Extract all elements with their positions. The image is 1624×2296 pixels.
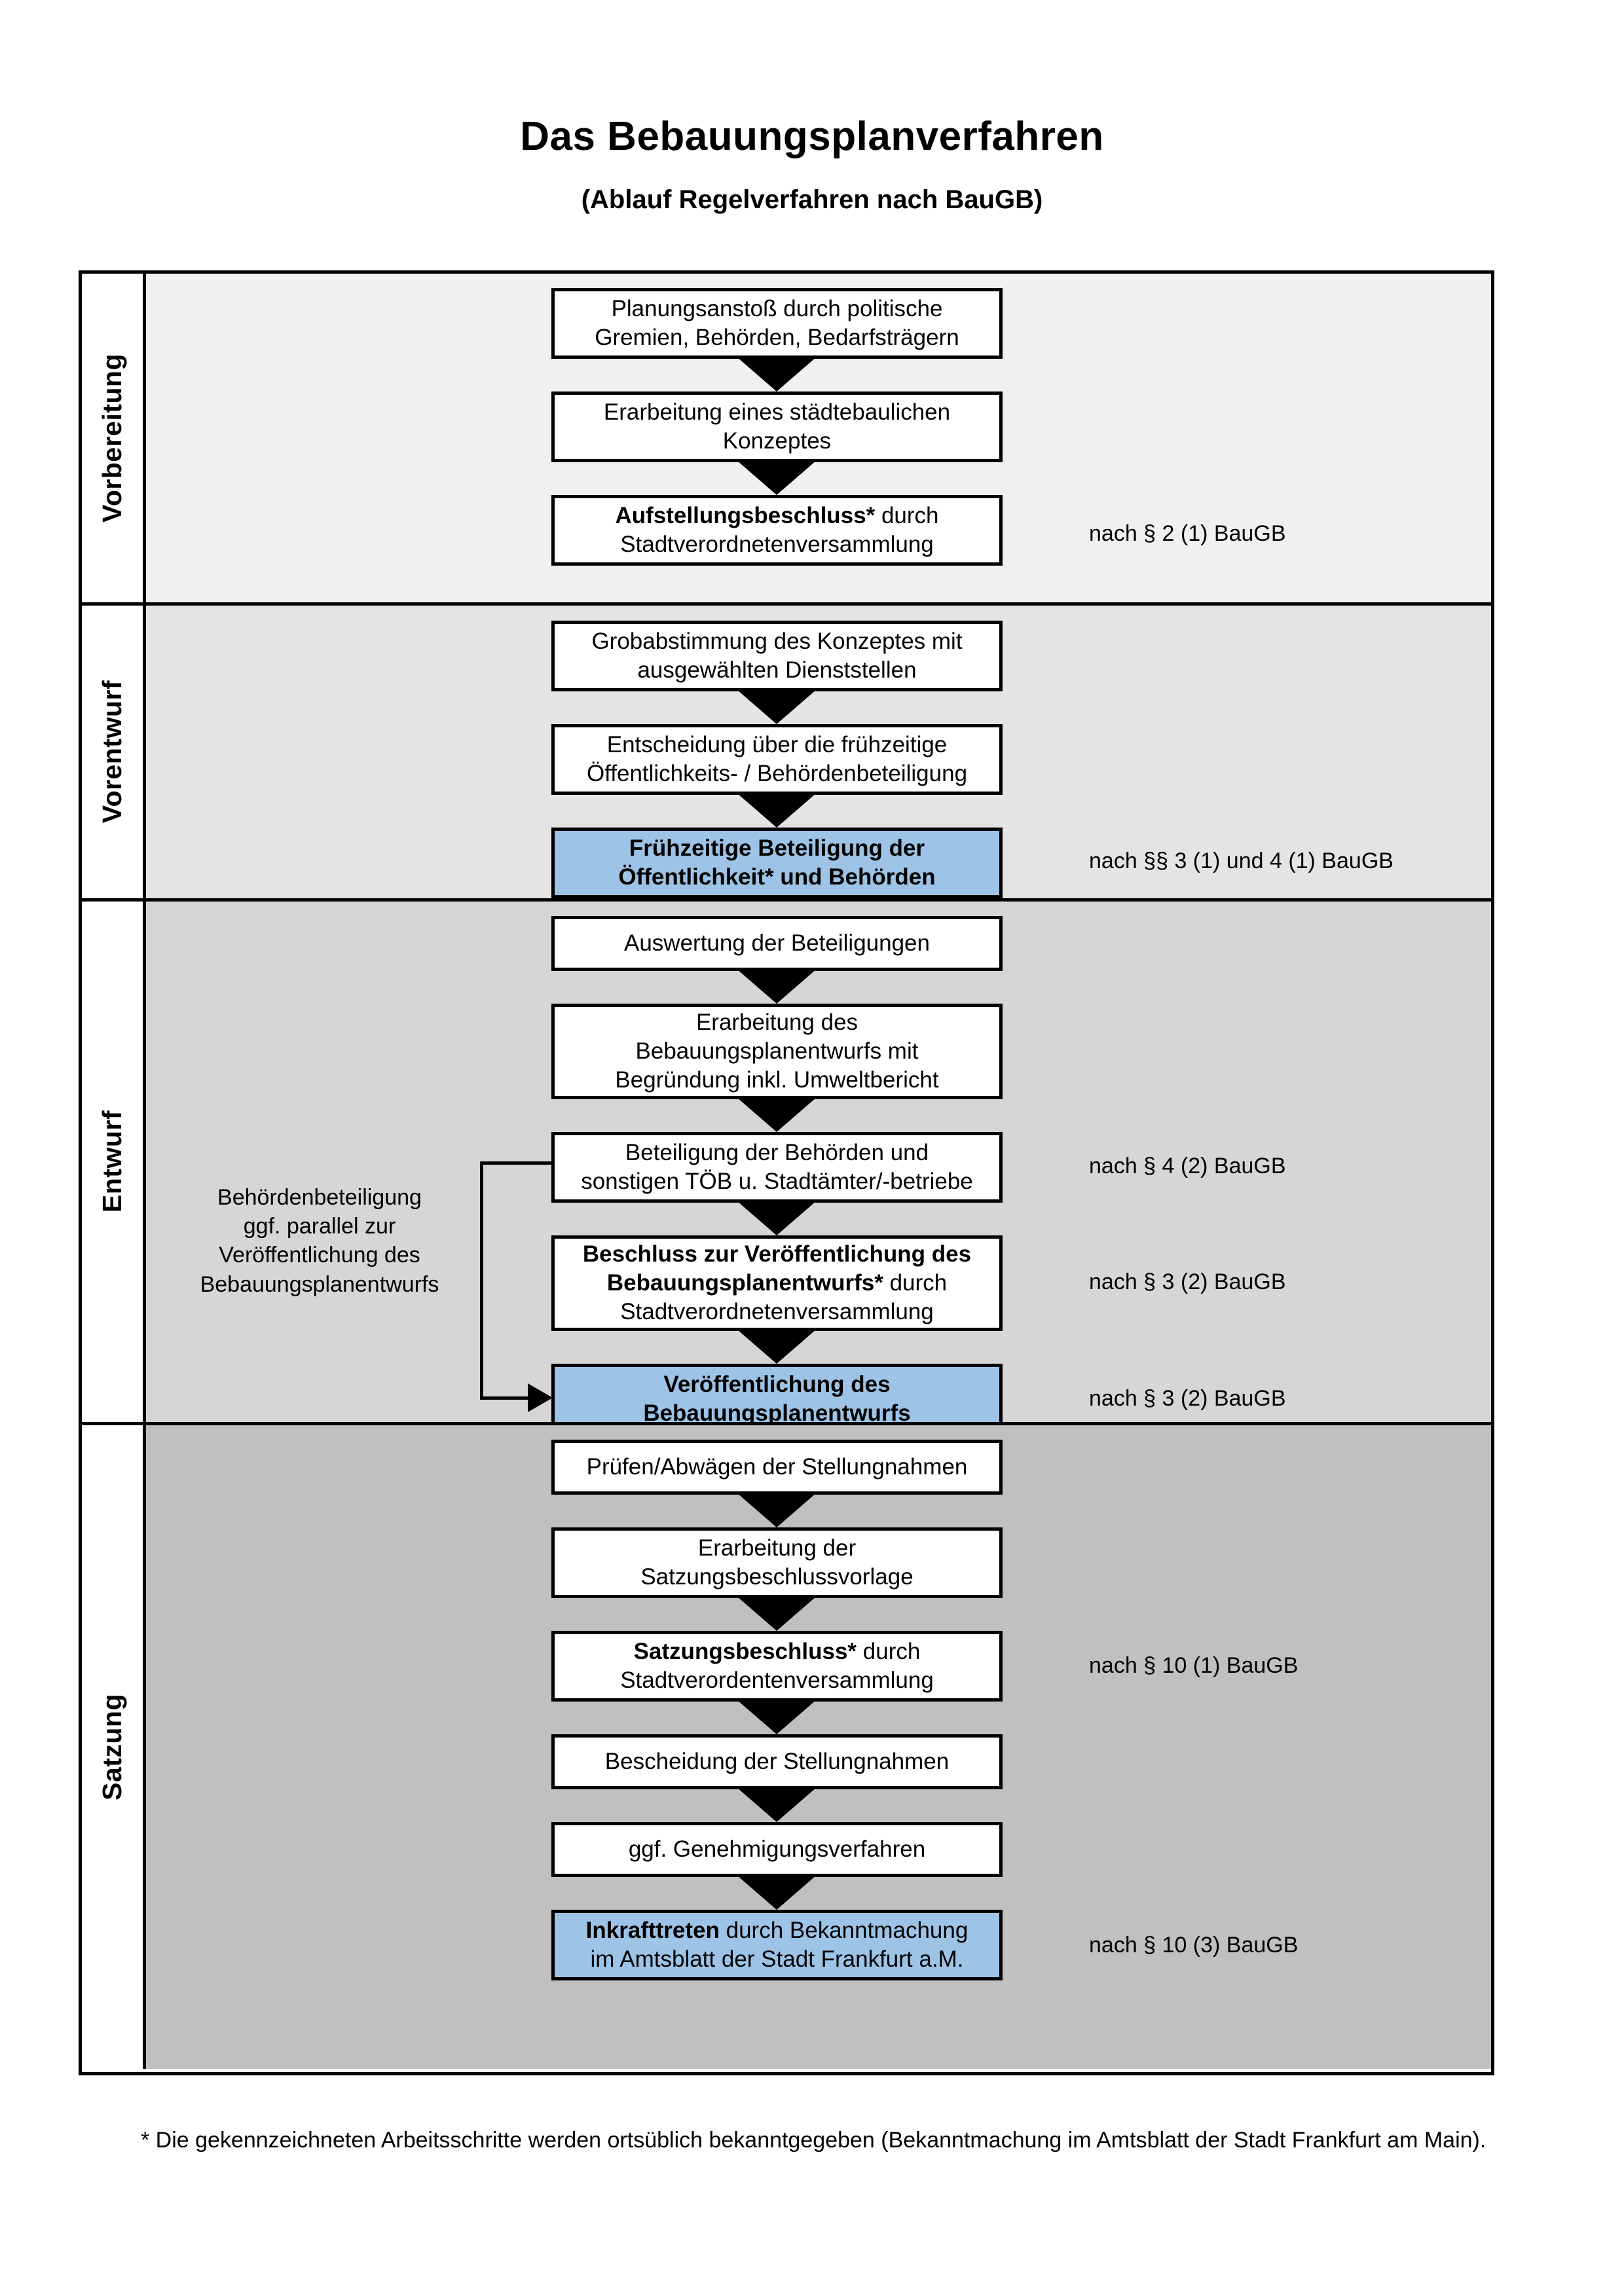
side-note-line: Veröffentlichung des xyxy=(219,1243,420,1268)
step-box-satzungsbeschluss[interactable]: Satzungsbeschluss* durch Stadtverordente… xyxy=(551,1631,1003,1702)
legal-note-par-4-2: nach § 4 (2) BauGB xyxy=(1089,1154,1286,1178)
step-line: Aufstellungsbeschluss* xyxy=(615,502,876,528)
step-line: sonstigen TÖB u. Stadtämter/-betriebe xyxy=(581,1169,973,1194)
step-line: Prüfen/Abwägen der Stellungnahmen xyxy=(586,1453,968,1480)
legal-note-par-10-3: nach § 10 (3) BauGB xyxy=(1089,1933,1299,1958)
step-line: Erarbeitung eines städtebaulichen xyxy=(603,399,951,425)
parallel-process-connector xyxy=(146,902,553,1425)
step-line-suffix: durch Bekanntmachung xyxy=(719,1917,969,1943)
step-line: Öffentlichkeits- / Behördenbeteiligung xyxy=(586,761,968,786)
side-note-line: ggf. parallel zur xyxy=(243,1214,396,1239)
side-note-behoerdenbeteiligung: Behördenbeteiligung ggf. parallel zur Ve… xyxy=(159,1183,480,1299)
legal-note-par-10-1: nach § 10 (1) BauGB xyxy=(1089,1653,1299,1678)
step-box-fruehzeitige-beteiligung[interactable]: Frühzeitige Beteiligung der Öffentlichke… xyxy=(551,828,1003,898)
step-line-suffix: durch xyxy=(883,1269,948,1296)
step-box-inkrafttreten[interactable]: Inkrafttreten durch Bekanntmachung im Am… xyxy=(551,1910,1003,1980)
step-box-beschluss-veroeffentlichung[interactable]: Beschluss zur Veröffentlichung des Bebau… xyxy=(551,1235,1003,1331)
step-line: Stadtverordentenversammlung xyxy=(620,1667,934,1693)
step-line: Satzungsbeschluss* xyxy=(633,1638,857,1664)
step-line-suffix: durch xyxy=(875,502,939,528)
step-line: Gremien, Behörden, Bedarfsträgern xyxy=(595,325,959,350)
step-box-erarbeitung-satzungsbeschlussvorlage[interactable]: Erarbeitung der Satzungsbeschlussvorlage xyxy=(551,1527,1003,1598)
step-line: Begründung inkl. Umweltbericht xyxy=(615,1067,939,1093)
arrow-down-icon xyxy=(737,970,816,1004)
arrow-down-icon xyxy=(737,1098,816,1132)
phase-body-entwurf: Auswertung der Beteiligungen Erarbeitung… xyxy=(146,902,1491,1434)
arrow-down-icon xyxy=(737,690,816,724)
flowchart-frame: Vorbereitung Planungsanstoß durch politi… xyxy=(79,270,1494,2075)
step-line: Konzeptes xyxy=(722,428,832,454)
phase-label-entwurf: Entwurf xyxy=(82,902,146,1422)
phase-row-vorbereitung: Vorbereitung Planungsanstoß durch politi… xyxy=(82,274,1491,602)
step-line: Auswertung der Beteiligungen xyxy=(624,930,930,956)
step-box-staedtebauliches-konzept[interactable]: Erarbeitung eines städtebaulichen Konzep… xyxy=(551,392,1003,462)
step-box-beteiligung-behoerden-toeb[interactable]: Beteiligung der Behörden und sonstigen T… xyxy=(551,1132,1003,1203)
step-line: im Amtsblatt der Stadt Frankfurt a.M. xyxy=(590,1946,964,1972)
legal-note-par-2-1: nach § 2 (1) BauGB xyxy=(1089,521,1286,546)
legal-note-par-3-2b: nach § 3 (2) BauGB xyxy=(1089,1386,1286,1411)
phase-label-vorbereitung: Vorbereitung xyxy=(82,274,146,602)
phase-row-satzung: Satzung Prüfen/Abwägen der Stellungnahme… xyxy=(82,1422,1491,2069)
step-line: Bebauungsplanentwurfs mit xyxy=(635,1038,919,1064)
step-box-grobabstimmung[interactable]: Grobabstimmung des Konzeptes mit ausgewä… xyxy=(551,621,1003,691)
legal-note-par-3-4: nach §§ 3 (1) und 4 (1) BauGB xyxy=(1089,848,1393,873)
page-title: Das Bebauungsplanverfahren xyxy=(520,114,1104,159)
arrow-down-icon xyxy=(737,1700,816,1734)
arrow-down-icon xyxy=(737,1493,816,1527)
step-line: Öffentlichkeit* und Behörden xyxy=(618,864,936,890)
arrow-down-icon xyxy=(737,793,816,828)
step-box-entscheidung-fruehzeitige-beteiligung[interactable]: Entscheidung über die frühzeitige Öffent… xyxy=(551,724,1003,795)
step-box-bescheidung-stellungnahmen[interactable]: Bescheidung der Stellungnahmen xyxy=(551,1734,1003,1789)
step-line-suffix: durch xyxy=(857,1638,921,1664)
phase-label-text: Satzung xyxy=(97,1694,127,1800)
side-note-line: Behördenbeteiligung xyxy=(217,1185,422,1210)
arrow-down-icon xyxy=(737,1201,816,1235)
step-box-erarbeitung-bebauungsplanentwurf[interactable]: Erarbeitung des Bebauungsplanentwurfs mi… xyxy=(551,1004,1003,1099)
phase-row-vorentwurf: Vorentwurf Grobabstimmung des Konzeptes … xyxy=(82,602,1491,898)
phase-label-text: Entwurf xyxy=(97,1110,127,1213)
footnote: * Die gekennzeichneten Arbeitsschritte w… xyxy=(141,2128,1486,2153)
step-line: Veröffentlichung des xyxy=(663,1371,891,1397)
step-box-auswertung-beteiligungen[interactable]: Auswertung der Beteiligungen xyxy=(551,916,1003,971)
phase-label-text: Vorentwurf xyxy=(97,680,127,824)
step-line: Planungsanstoß durch politische xyxy=(611,295,943,321)
arrow-down-icon xyxy=(737,1876,816,1910)
phase-label-vorentwurf: Vorentwurf xyxy=(82,606,146,898)
step-line: Stadtverordnetenversammlung xyxy=(620,532,934,557)
step-line: Bebauungsplanentwurfs xyxy=(643,1400,911,1426)
step-box-pruefen-abwaegen[interactable]: Prüfen/Abwägen der Stellungnahmen xyxy=(551,1440,1003,1495)
step-line: ggf. Genehmigungsverfahren xyxy=(628,1836,926,1862)
step-line: Frühzeitige Beteiligung der xyxy=(629,835,925,861)
step-line: Erarbeitung des xyxy=(695,1009,858,1035)
side-note-line: Bebauungsplanentwurfs xyxy=(200,1271,439,1297)
phase-label-satzung: Satzung xyxy=(82,1425,146,2069)
step-line: ausgewählten Dienststellen xyxy=(637,657,917,683)
phase-body-satzung: Prüfen/Abwägen der Stellungnahmen Erarbe… xyxy=(146,1425,1491,2069)
phase-body-vorbereitung: Planungsanstoß durch politische Gremien,… xyxy=(146,274,1491,602)
legal-note-par-3-2a: nach § 3 (2) BauGB xyxy=(1089,1269,1286,1294)
step-line: Bebauungsplanentwurfs* xyxy=(606,1269,883,1296)
page-subtitle: (Ablauf Regelverfahren nach BauGB) xyxy=(581,185,1043,215)
step-line: Inkrafttreten xyxy=(585,1917,720,1943)
step-line: Beteiligung der Behörden und xyxy=(625,1139,929,1165)
step-line: Stadtverordnetenversammlung xyxy=(620,1299,934,1325)
phase-body-vorentwurf: Grobabstimmung des Konzeptes mit ausgewä… xyxy=(146,606,1491,898)
arrow-down-icon xyxy=(737,1330,816,1364)
step-box-genehmigungsverfahren[interactable]: ggf. Genehmigungsverfahren xyxy=(551,1822,1003,1877)
phase-row-entwurf: Entwurf Auswertung der Beteiligungen Era… xyxy=(82,898,1491,1434)
phase-label-text: Vorbereitung xyxy=(97,353,127,523)
step-line: Bescheidung der Stellungnahmen xyxy=(604,1748,950,1774)
arrow-down-icon xyxy=(737,461,816,495)
arrow-down-icon xyxy=(737,1788,816,1822)
step-box-aufstellungsbeschluss[interactable]: Aufstellungsbeschluss* durch Stadtverord… xyxy=(551,495,1003,566)
document-header: Das Bebauungsplanverfahren (Ablauf Regel… xyxy=(0,0,1624,214)
step-line: Entscheidung über die frühzeitige xyxy=(606,731,948,757)
arrow-down-icon xyxy=(737,1597,816,1631)
step-box-planungsanstoss[interactable]: Planungsanstoß durch politische Gremien,… xyxy=(551,288,1003,359)
step-line: Satzungsbeschlussvorlage xyxy=(640,1564,913,1590)
arrow-down-icon xyxy=(737,357,816,392)
step-line: Beschluss zur Veröffentlichung des xyxy=(582,1241,972,1267)
step-line: Grobabstimmung des Konzeptes mit xyxy=(591,628,963,654)
step-line: Erarbeitung der xyxy=(697,1535,857,1561)
